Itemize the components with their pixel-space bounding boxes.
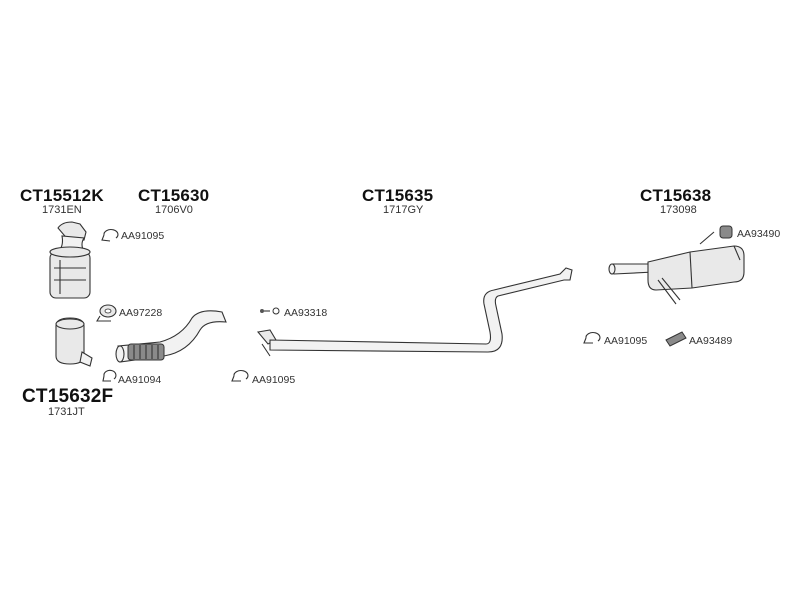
ref-label-aa93490: AA93490 (737, 228, 781, 240)
mount-icon-aa93490[interactable] (719, 225, 733, 239)
ref-label-aa91094: AA91094 (118, 374, 162, 386)
gasket-icon-aa97228[interactable] (96, 304, 117, 322)
ref-label-aa91095-right: AA91095 (604, 335, 648, 347)
part-sub-1731jt: 1731JT (48, 406, 85, 418)
part-sub-1717gy: 1717GY (383, 204, 424, 216)
clamp-icon-aa91094[interactable] (102, 369, 117, 382)
pre-catalyst-ct15632f[interactable] (55, 317, 93, 367)
intermediate-pipe-ct15635[interactable] (256, 267, 573, 357)
part-code-ct15638: CT15638 (640, 186, 712, 205)
part-sub-1731en: 1731EN (42, 204, 82, 216)
part-code-ct15630: CT15630 (138, 186, 210, 205)
rear-silencer-ct15638[interactable] (608, 231, 745, 305)
catalytic-converter-ct15512k[interactable] (49, 221, 91, 299)
part-code-ct15635: CT15635 (362, 186, 434, 205)
part-sub-1706v0: 1706V0 (155, 204, 193, 216)
ref-label-aa91095-mid: AA91095 (252, 374, 296, 386)
ref-label-aa93318: AA93318 (284, 307, 328, 319)
bracket-icon-aa93489[interactable] (665, 331, 687, 347)
clamp-icon-aa91095-mid[interactable] (231, 370, 249, 382)
part-code-ct15632f: CT15632F (22, 386, 114, 407)
bolt-icon-aa93318[interactable] (260, 307, 280, 315)
ref-label-aa91095-top: AA91095 (121, 230, 165, 242)
clamp-icon-aa91095-top[interactable] (101, 229, 119, 242)
part-code-ct15512k: CT15512K (20, 186, 104, 205)
part-sub-173098: 173098 (660, 204, 697, 216)
front-pipe-ct15630[interactable] (115, 310, 227, 363)
ref-label-aa97228: AA97228 (119, 307, 163, 319)
clamp-icon-aa91095-right[interactable] (583, 332, 601, 344)
ref-label-aa93489: AA93489 (689, 335, 733, 347)
